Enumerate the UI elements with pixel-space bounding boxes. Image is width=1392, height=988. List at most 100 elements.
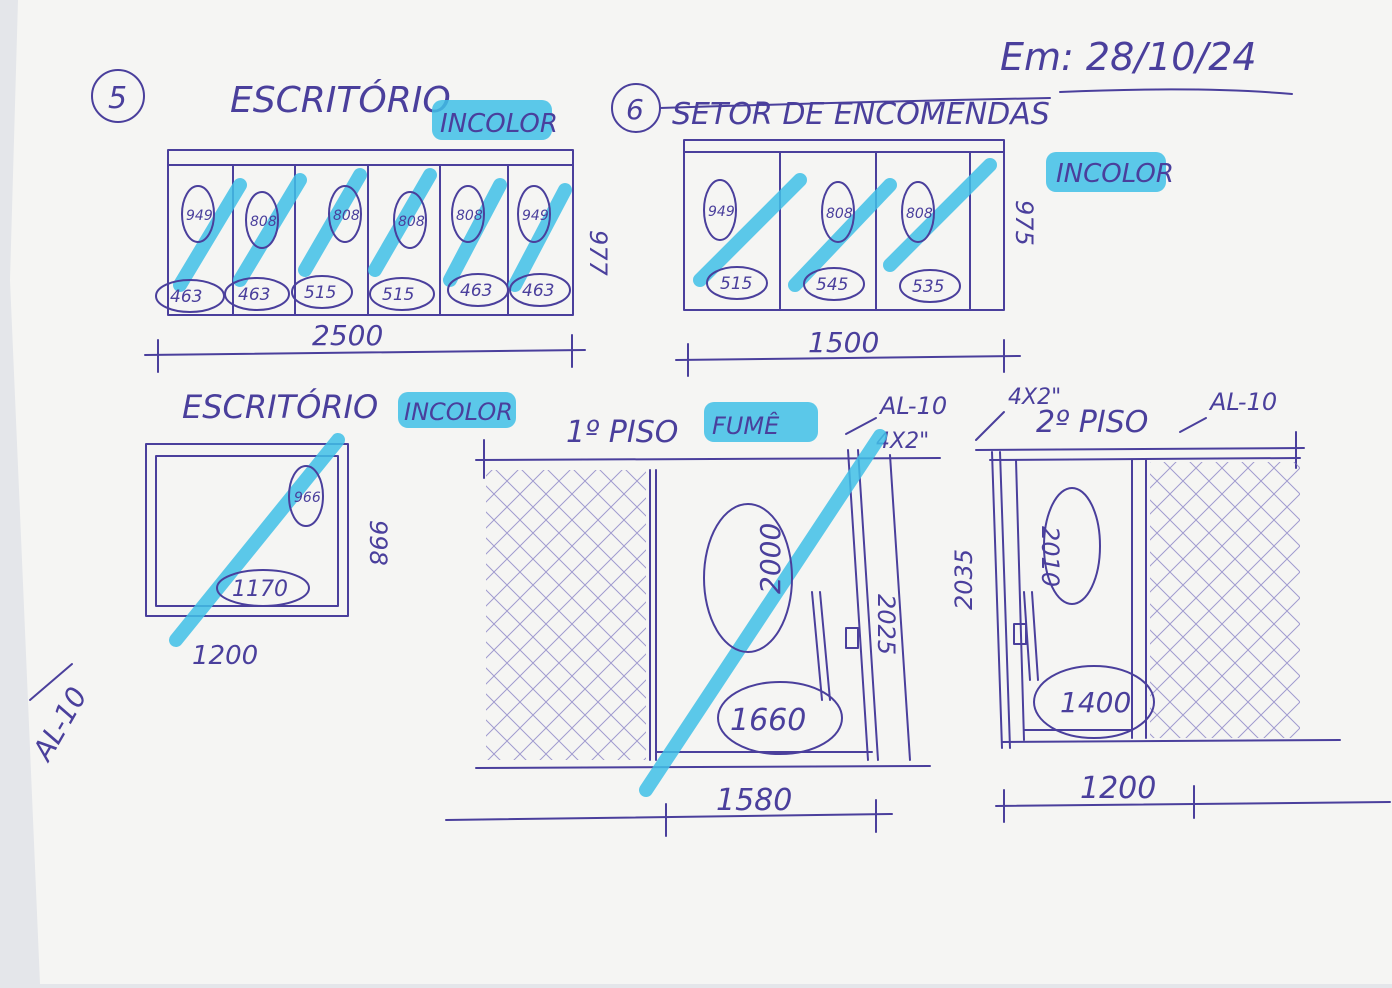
glass-type: INCOLOR: [1056, 159, 1174, 189]
top-line-inner: [989, 457, 1301, 461]
panel-height-ellipse: [451, 185, 485, 243]
profile-code: AL-10: [1208, 388, 1277, 416]
panel-width: 463: [238, 285, 270, 305]
profile-size: 4X2": [1008, 385, 1061, 410]
door-height-ellipse: [703, 503, 793, 653]
panel-height-ellipse: [901, 181, 935, 243]
section-title: 1º PISO: [566, 415, 678, 450]
panel-height: 949: [522, 208, 549, 224]
marker-circle: [91, 69, 145, 123]
door-handle: [811, 591, 823, 701]
panel-height: 949: [708, 204, 735, 220]
hatched-wall-right: [1150, 462, 1300, 738]
frame: [145, 443, 349, 617]
jamb: [991, 451, 1003, 749]
door-handle: [819, 591, 831, 701]
door-width: 1660: [730, 703, 806, 738]
panel-width-ellipse: [509, 273, 571, 307]
panel-width-ellipse: [369, 277, 435, 311]
total-width: 1580: [716, 783, 792, 818]
paper-sheet: [10, 0, 1392, 984]
title-underline: [659, 97, 1051, 109]
panel-width: 515: [720, 274, 752, 294]
glass-highlight: [639, 429, 887, 797]
highlight-swatch: [1046, 152, 1166, 192]
inner-height: 966: [294, 490, 321, 506]
door-height: 2000: [754, 523, 787, 594]
panel-width: 463: [460, 281, 492, 301]
leader-line: [1179, 417, 1207, 433]
total-width: 1500: [808, 326, 879, 359]
highlight-swatch: [398, 392, 516, 428]
top-line: [975, 447, 1305, 451]
glass-pane: [155, 455, 339, 607]
panel-height-ellipse: [821, 181, 855, 243]
glass-highlight: [298, 168, 367, 277]
panel-height: 808: [906, 206, 933, 222]
panel-height-ellipse: [181, 185, 215, 243]
panel-width: 535: [912, 277, 944, 297]
section-setor-encomendas: 6 SETOR DE ENCOMENDAS INCOLOR 949 808 80…: [611, 83, 1174, 377]
total-height: 2035: [950, 549, 978, 610]
panel-width-ellipse: [291, 275, 353, 309]
frame: [683, 139, 1005, 311]
glass-type: INCOLOR: [440, 109, 558, 139]
leader-line: [845, 417, 877, 435]
panel-width-ellipse: [155, 279, 225, 313]
section-title: ESCRITÓRIO: [182, 387, 378, 426]
door-height: 2010: [1036, 526, 1064, 587]
hatched-wall-left: [486, 470, 646, 760]
panel-width-ellipse: [706, 266, 768, 300]
frame: [167, 149, 574, 316]
panel-width: 545: [816, 275, 848, 295]
highlight-swatch: [704, 402, 818, 442]
panel-height: 808: [826, 206, 853, 222]
door-width-ellipse: [717, 681, 843, 755]
glass-highlight: [368, 168, 437, 277]
total-height: 2025: [872, 594, 900, 655]
width-dimension-line: [675, 355, 1021, 361]
jamb: [857, 449, 879, 761]
glass-highlight: [788, 178, 897, 292]
panel-width-ellipse: [803, 267, 865, 301]
section-marker: 6: [626, 93, 644, 126]
glass-type: FUMÊ: [712, 411, 780, 440]
profile-code: AL-10: [878, 392, 947, 420]
width-dimension-line: [445, 813, 893, 821]
section-title: ESCRITÓRIO: [230, 79, 451, 121]
glass-highlight: [173, 178, 247, 292]
inner-width: 1170: [232, 577, 288, 602]
panel-width: 463: [170, 287, 202, 307]
total-width: 2500: [312, 319, 383, 352]
highlight-swatch: [432, 100, 552, 140]
panel-height-ellipse: [245, 191, 279, 249]
inner-height-ellipse: [288, 465, 324, 527]
date-label: Em: 28/10/24: [1000, 35, 1257, 79]
total-height: 977: [584, 230, 612, 277]
margin-note-stroke: [29, 663, 73, 701]
glass-highlight: [693, 173, 807, 287]
panel-width: 515: [304, 283, 336, 303]
floor-line: [1001, 739, 1341, 743]
section-marker: 5: [108, 81, 127, 116]
jamb: [1015, 459, 1025, 741]
panel-height: 949: [186, 208, 213, 224]
section-segundo-piso: 4X2" 2º PISO AL-10 2010 1400 2035 1200: [950, 385, 1391, 823]
lock-box: [845, 627, 859, 649]
panel-height-ellipse: [328, 185, 362, 243]
section-primeiro-piso: 1º PISO FUMÊ AL-10 4X2" 2000 1660 2025 1…: [445, 392, 947, 837]
total-width: 1200: [192, 641, 258, 671]
door-handle: [1031, 591, 1039, 681]
panel-width-ellipse: [224, 277, 290, 311]
leader-line: [975, 411, 1005, 441]
door-height-ellipse: [1043, 487, 1101, 605]
panel-height-ellipse: [393, 191, 427, 249]
floor-line: [475, 765, 931, 769]
date-underline: [1059, 88, 1293, 95]
glass-highlight: [443, 178, 507, 287]
total-width: 1200: [1080, 771, 1156, 806]
glass-highlight: [508, 183, 572, 292]
jamb: [889, 454, 911, 761]
jamb: [847, 449, 869, 761]
